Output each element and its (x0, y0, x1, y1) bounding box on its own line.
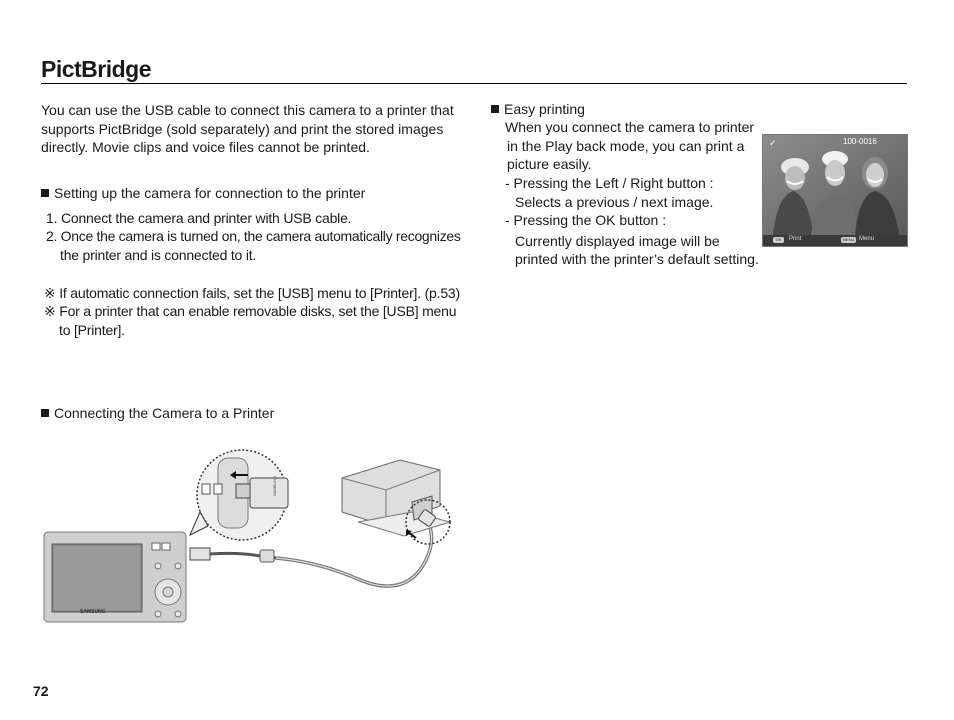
usb-plug-closeup (249, 477, 289, 509)
easy-line-6: - Pressing the OK button : (505, 212, 667, 228)
lcd-button-bar: OK Print MENU Menu (763, 235, 907, 246)
title-rule (41, 83, 907, 84)
menu-label: Menu (859, 236, 875, 242)
usb-plug-camera (189, 547, 211, 561)
connecting-heading-text: Connecting the Camera to a Printer (54, 405, 275, 421)
printer-port-callout (405, 499, 451, 545)
bullet-square-icon (491, 105, 499, 113)
easy-heading-text: Easy printing (504, 101, 585, 117)
setup-heading-text: Setting up the camera for connection to … (54, 185, 366, 201)
ok-key-icon: OK (773, 237, 784, 243)
bullet-square-icon (41, 409, 49, 417)
intro-line-1: You can use the USB cable to connect thi… (41, 102, 454, 118)
photo-three-women: ✓ 100-0016 (763, 135, 907, 235)
page-title: PictBridge (41, 56, 152, 82)
intro-line-2: supports PictBridge (sold separately) an… (41, 121, 444, 137)
note-2-line-1: ※ For a printer that can enable removabl… (44, 303, 457, 319)
intro-line-3: directly. Movie clips and voice files ca… (41, 139, 370, 155)
connecting-heading: Connecting the Camera to a Printer (41, 404, 274, 423)
setup-step-2-line-1: 2. Once the camera is turned on, the cam… (46, 228, 461, 244)
easy-line-7: Currently displayed image will be (515, 233, 720, 249)
note-1: ※ If automatic connection fails, set the… (44, 285, 460, 301)
playback-mode-icon: ✓ (769, 139, 777, 149)
easy-line-8: printed with the printer’s default setti… (515, 251, 759, 267)
usb-plug-printer (418, 509, 436, 527)
cable-brand: SAMSUNG (272, 476, 277, 496)
easy-line-3: picture easily. (507, 156, 592, 172)
note-2-line-2: to [Printer]. (59, 322, 125, 338)
easy-line-5: Selects a previous / next image. (515, 194, 714, 210)
bullet-square-icon (41, 189, 49, 197)
easy-line-1: When you connect the camera to printer (505, 119, 755, 135)
camera-printer-connection-illustration: SAMSUNG SAMSUNG (43, 449, 452, 623)
easy-heading: Easy printing (491, 100, 585, 119)
camera-brand: SAMSUNG (80, 609, 106, 615)
file-number: 100-0016 (843, 137, 877, 146)
page-number: 72 (33, 683, 49, 699)
setup-step-1: 1. Connect the camera and printer with U… (46, 210, 352, 226)
print-label: Print (789, 236, 802, 242)
ferrite-core (259, 549, 275, 563)
easy-line-4: - Pressing the Left / Right button : (505, 175, 714, 191)
camera-lcd-screen: ✓ 100-0016 OK Print MENU Menu (762, 134, 908, 247)
menu-key-icon: MENU (841, 237, 856, 243)
setup-heading: Setting up the camera for connection to … (41, 184, 365, 203)
setup-step-2-line-2: the printer and is connected to it. (60, 247, 257, 263)
easy-line-2: in the Play back mode, you can print a (507, 138, 745, 154)
